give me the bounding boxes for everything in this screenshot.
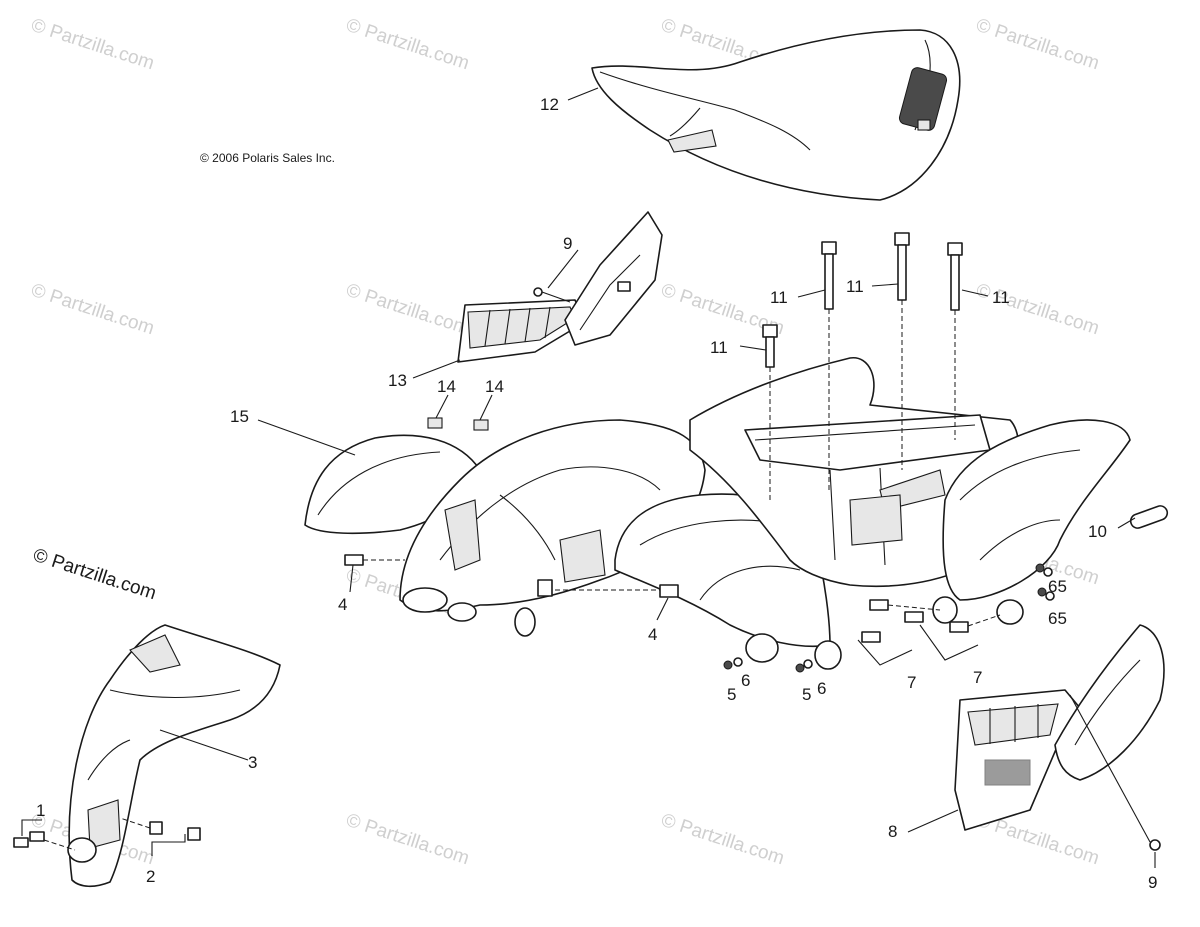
callout-7: 7: [973, 668, 982, 687]
grommet-icon: [1129, 505, 1169, 529]
callout-2: 2: [146, 867, 155, 886]
watermark: © Partzilla.com: [343, 810, 471, 870]
callout-10: 10: [1088, 522, 1107, 541]
rear-body: [689, 357, 1019, 588]
vent-grille-icon: [984, 759, 1031, 786]
seat: [591, 29, 961, 201]
callout-6: 6: [817, 679, 826, 698]
watermark: © Partzilla.com: [973, 15, 1101, 75]
copyright-notice: © 2006 Polaris Sales Inc.: [200, 151, 335, 165]
front-nose-cover: [67, 624, 281, 888]
clip-icon: [473, 419, 489, 431]
watermark: © Partzilla.com: [343, 280, 471, 340]
callout-11: 11: [770, 288, 788, 307]
callout-6: 6: [741, 671, 750, 690]
callout-9: 9: [1148, 873, 1157, 892]
right-side-panel: [954, 624, 1165, 831]
callout-65: 65: [1048, 577, 1067, 596]
callout-5: 5: [727, 685, 736, 704]
front-vent-panel: [457, 211, 663, 363]
callout-11: 11: [992, 288, 1010, 307]
watermark: © Partzilla.com: [343, 15, 471, 75]
callout-7: 7: [907, 673, 916, 692]
callout-4: 4: [648, 625, 657, 644]
callout-3: 3: [248, 753, 257, 772]
callout-8: 8: [888, 822, 897, 841]
callout-14: 14: [437, 377, 456, 396]
callout-15: 15: [230, 407, 249, 426]
callout-13: 13: [388, 371, 407, 390]
callout-labels: 1 2 3 4 4 5 6 5 6 7 7 65 65 8 9 9 10 11 …: [36, 95, 1157, 892]
rear-fender: [932, 419, 1131, 625]
callout-14: 14: [485, 377, 504, 396]
seat-latch-icon: [667, 129, 717, 153]
watermark-prominent: © Partzilla.com: [30, 545, 158, 605]
screws: [13, 287, 1161, 851]
callout-12: 12: [540, 95, 559, 114]
seat-logo-icon: [898, 67, 948, 131]
watermark: © Partzilla.com: [658, 810, 786, 870]
callout-65: 65: [1048, 609, 1067, 628]
callout-11: 11: [846, 277, 864, 296]
leader-lines: [21, 87, 1156, 868]
bolts-11: [762, 232, 963, 500]
callout-1: 1: [36, 801, 45, 820]
watermark: © Partzilla.com: [28, 15, 156, 75]
callout-11: 11: [710, 338, 728, 357]
callout-5: 5: [802, 685, 811, 704]
clip-icon: [427, 417, 443, 429]
watermark: © Partzilla.com: [28, 280, 156, 340]
callout-9: 9: [563, 234, 572, 253]
callout-4: 4: [338, 595, 347, 614]
